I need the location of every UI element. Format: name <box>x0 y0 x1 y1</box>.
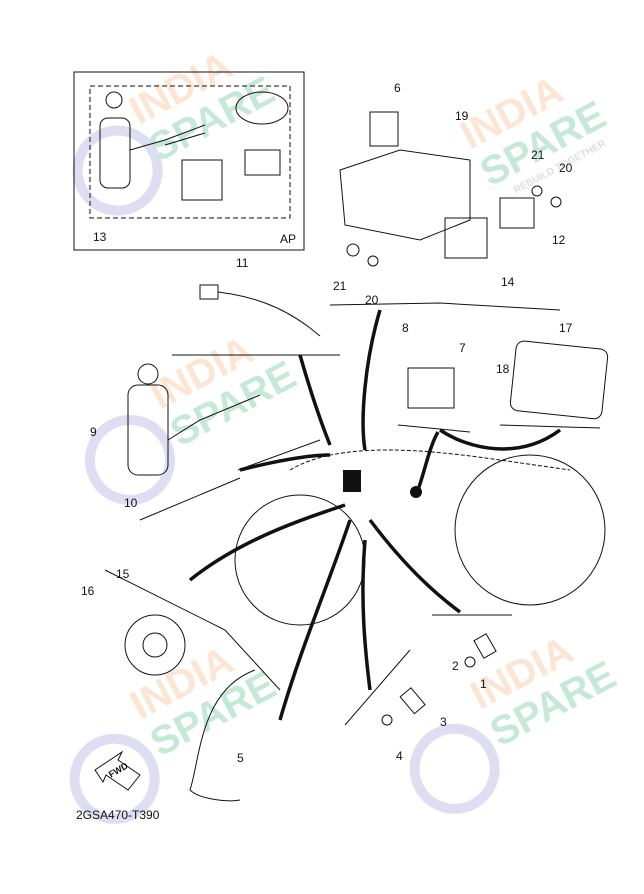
callout-6: 6 <box>394 81 401 95</box>
callout-9: 9 <box>90 425 97 439</box>
callout-13: 13 <box>93 230 107 244</box>
callout-21: 21 <box>531 148 545 162</box>
callout-5: 5 <box>237 751 244 765</box>
callout-11: 11 <box>236 256 249 270</box>
callout-17: 17 <box>559 321 573 335</box>
callout-18: 18 <box>496 362 510 376</box>
callout-20: 20 <box>559 161 573 175</box>
callout-3: 3 <box>440 715 447 729</box>
callout-7: 7 <box>459 341 466 355</box>
ap-label: AP <box>280 232 297 246</box>
callout-19: 19 <box>455 109 469 123</box>
watermark: INDIA SPARE INDIA SPARE REBUILD TOGETHER… <box>69 43 623 824</box>
callout-8: 8 <box>402 321 409 335</box>
callout-10: 10 <box>124 496 138 510</box>
diagram-code: 2GSA470-T390 <box>76 808 160 822</box>
callout-12: 12 <box>552 233 566 247</box>
callout-20: 20 <box>365 293 379 307</box>
callout-16: 16 <box>81 584 95 598</box>
callout-21: 21 <box>333 279 347 293</box>
callout-15: 15 <box>116 567 130 581</box>
callout-4: 4 <box>396 749 403 763</box>
callout-1: 1 <box>480 677 487 691</box>
callout-14: 14 <box>501 275 515 289</box>
callout-2: 2 <box>452 659 459 673</box>
ap-kit-box <box>73 71 305 251</box>
